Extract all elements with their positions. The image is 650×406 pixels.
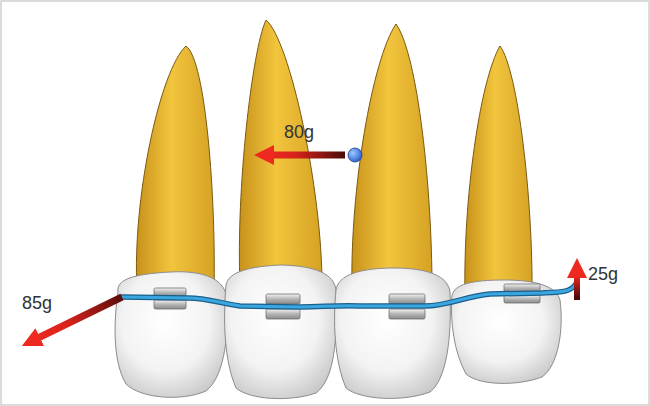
tooth-crown <box>335 268 451 398</box>
force-label: 25g <box>588 264 618 286</box>
bracket <box>154 300 186 309</box>
archwire <box>122 285 575 307</box>
tooth-root <box>465 46 532 295</box>
archwire <box>122 285 575 307</box>
tooth-crowns <box>115 265 561 399</box>
tooth-crown <box>225 265 337 399</box>
bracket <box>266 309 300 319</box>
archwire <box>122 285 575 307</box>
force-point <box>348 148 362 162</box>
tooth-root <box>136 46 214 290</box>
bracket <box>266 294 300 304</box>
force-arrows <box>38 148 577 338</box>
tooth-roots <box>136 20 532 295</box>
tooth-root <box>352 24 432 288</box>
bracket <box>389 294 425 304</box>
force-arrow <box>574 276 580 300</box>
force-label: 80g <box>284 122 314 144</box>
tooth-crown <box>115 272 227 398</box>
bracket <box>389 309 425 319</box>
force-arrow <box>272 152 345 159</box>
force-label: 85g <box>22 293 52 315</box>
